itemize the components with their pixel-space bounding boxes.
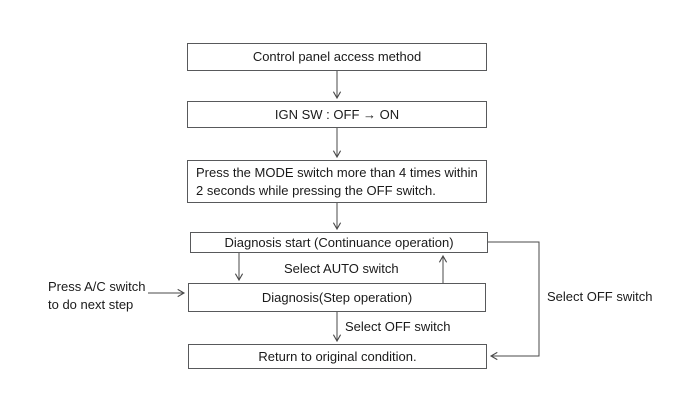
edge-label-select-off-switch-down: Select OFF switch bbox=[345, 319, 451, 334]
flow-box-diagnosis-start: Diagnosis start (Continuance operation) bbox=[190, 232, 488, 253]
flow-box-return-original: Return to original condition. bbox=[188, 344, 487, 369]
flow-box-press-mode-switch: Press the MODE switch more than 4 times … bbox=[187, 160, 487, 203]
edge-label-select-off-switch-loop: Select OFF switch bbox=[547, 289, 653, 304]
edge-label-select-auto-switch: Select AUTO switch bbox=[284, 261, 399, 276]
arrow-loop-box4-to-box6 bbox=[488, 241, 540, 361]
flow-box-control-panel-access: Control panel access method bbox=[187, 43, 487, 71]
edge-label-press-ac-line2: to do next step bbox=[48, 297, 134, 312]
edge-label-press-ac-switch: Press A/C switch to do next step bbox=[48, 278, 146, 314]
edge-label-press-ac-line1: Press A/C switch bbox=[48, 279, 146, 294]
flow-box-diagnosis-step: Diagnosis(Step operation) bbox=[188, 283, 486, 312]
flow-box-ign-sw: IGN SW : OFF → ON bbox=[187, 101, 487, 128]
